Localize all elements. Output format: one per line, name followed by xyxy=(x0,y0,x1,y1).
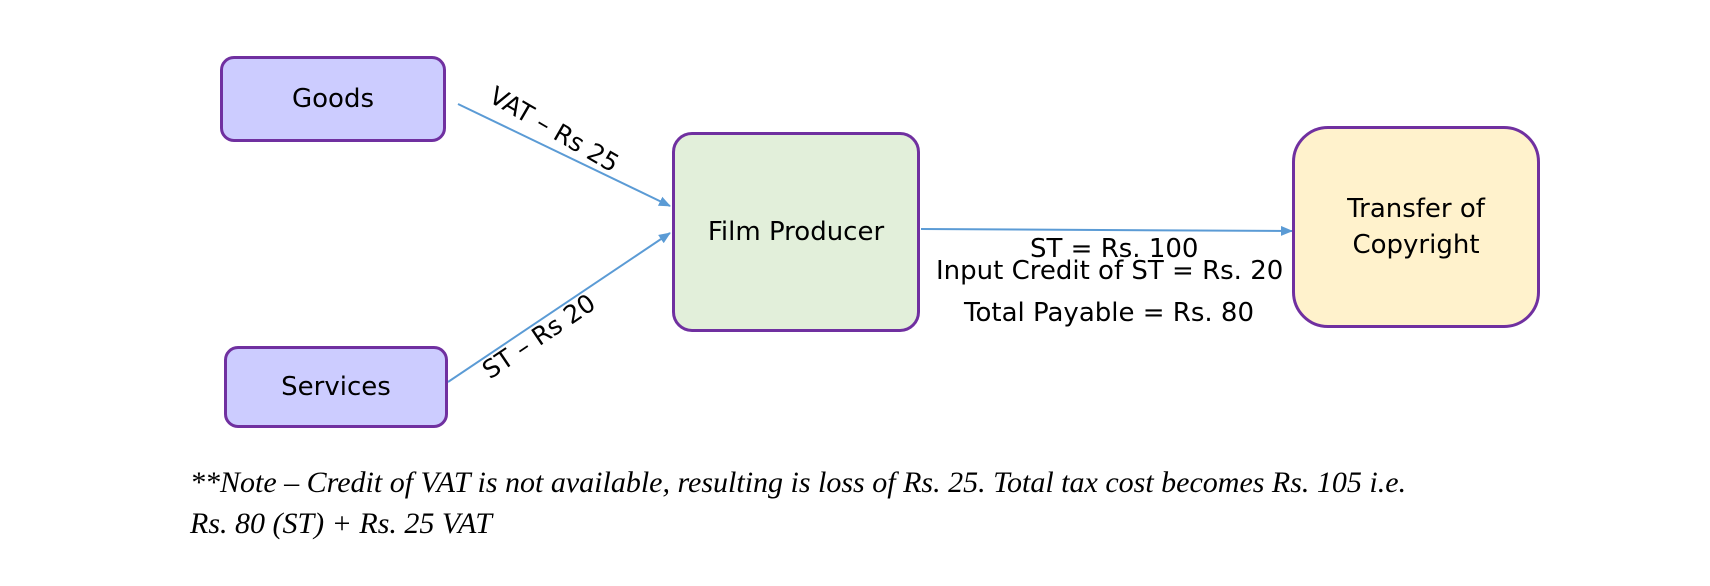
footnote: **Note – Credit of VAT is not available,… xyxy=(190,462,1590,544)
transfer-of-copyright-label: Transfer of Copyright xyxy=(1347,193,1485,260)
input-credit-label: Input Credit of ST = Rs. 20 xyxy=(936,256,1284,286)
services-node: Services xyxy=(224,346,448,428)
services-label: Services xyxy=(281,371,391,402)
film-producer-node: Film Producer xyxy=(672,132,920,332)
goods-node: Goods xyxy=(220,56,446,142)
goods-label: Goods xyxy=(291,83,374,114)
arrow-goods-to-producer xyxy=(457,103,671,207)
arrow-producer-to-copyright xyxy=(920,225,1293,236)
total-payable-label: Total Payable = Rs. 80 xyxy=(964,298,1255,328)
transfer-of-copyright-node: Transfer of Copyright xyxy=(1292,126,1540,328)
film-producer-label: Film Producer xyxy=(707,216,885,247)
arrow-services-to-producer xyxy=(447,232,671,383)
footnote-line-1: **Note – Credit of VAT is not available,… xyxy=(190,466,1407,499)
footnote-line-2: Rs. 80 (ST) + Rs. 25 VAT xyxy=(190,507,492,540)
st-100-label: ST = Rs. 100 xyxy=(1030,234,1199,264)
